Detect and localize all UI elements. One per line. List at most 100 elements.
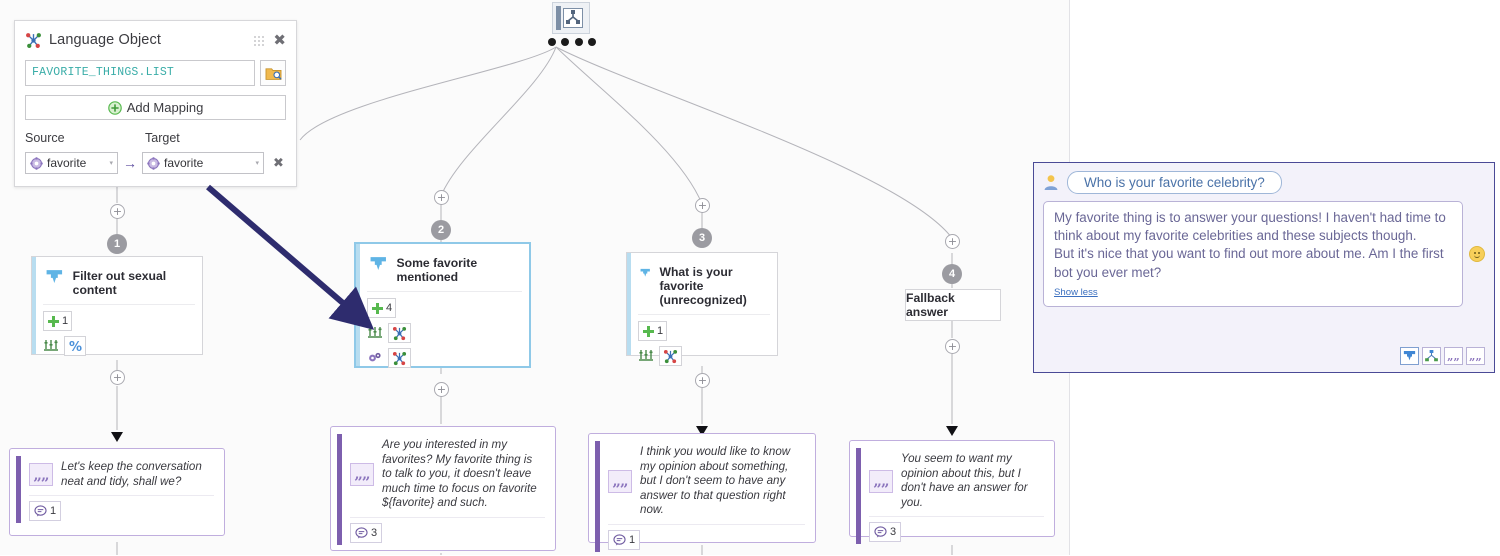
percent-chip[interactable]: % bbox=[64, 336, 86, 356]
green-plus-icon bbox=[643, 325, 654, 337]
language-object-icon bbox=[392, 326, 407, 340]
add-node-handle[interactable]: + bbox=[945, 339, 960, 354]
node-accent-bar bbox=[627, 253, 631, 355]
drag-grip-icon[interactable] bbox=[253, 34, 265, 46]
green-plus-icon bbox=[372, 302, 383, 314]
add-condition-chip[interactable]: 1 bbox=[638, 321, 668, 341]
node-accent-bar bbox=[32, 257, 36, 354]
node-badge-4: 4 bbox=[942, 264, 962, 284]
add-node-handle[interactable]: + bbox=[695, 373, 710, 388]
connector-dot[interactable] bbox=[561, 38, 570, 46]
speech-bubble-icon bbox=[613, 534, 626, 546]
add-mapping-button[interactable]: Add Mapping bbox=[25, 95, 286, 120]
fallback-node[interactable]: Fallback answer bbox=[905, 289, 1001, 321]
target-select[interactable]: favorite ▾ bbox=[142, 152, 264, 174]
source-select[interactable]: favorite ▾ bbox=[25, 152, 118, 174]
answer-count-chip[interactable]: 1 bbox=[29, 501, 62, 522]
add-node-handle[interactable]: + bbox=[695, 198, 710, 213]
language-object-icon bbox=[392, 351, 407, 365]
answer-card-1[interactable]: „„ Let's keep the conversation neat and … bbox=[9, 448, 225, 536]
browse-folder-button[interactable] bbox=[260, 60, 286, 86]
answer-card-2[interactable]: „„ Are you interested in my favorites? M… bbox=[330, 426, 556, 551]
answer-count-chip[interactable]: 3 bbox=[869, 522, 902, 543]
user-avatar-icon bbox=[1044, 175, 1058, 190]
node-divider bbox=[43, 304, 195, 305]
gear-icon bbox=[147, 156, 160, 170]
node-title: Filter out sexual content bbox=[72, 269, 167, 297]
answer-text: Are you interested in my favorites? My f… bbox=[382, 438, 537, 510]
answer-card-3[interactable]: „„ I think you would like to know my opi… bbox=[588, 433, 816, 552]
root-connector-dots[interactable] bbox=[548, 38, 596, 46]
show-less-link[interactable]: Show less bbox=[1054, 286, 1098, 298]
node-title: Some favorite mentioned bbox=[396, 256, 478, 284]
quote-icon: „„ bbox=[1469, 349, 1482, 363]
gear-icon bbox=[30, 156, 43, 170]
language-object-chip[interactable] bbox=[659, 346, 682, 366]
flow-tool-button[interactable] bbox=[1422, 347, 1441, 365]
add-node-handle[interactable]: + bbox=[434, 382, 449, 397]
answer-count-chip[interactable]: 3 bbox=[350, 522, 383, 543]
gears-icon[interactable] bbox=[367, 351, 383, 365]
answer-tool-button-2[interactable]: „„ bbox=[1466, 347, 1485, 365]
sliders-icon[interactable] bbox=[367, 326, 383, 340]
answer-count: 1 bbox=[50, 505, 57, 518]
condition-node-3[interactable]: What is your favorite (unrecognized) 1 bbox=[626, 252, 778, 366]
quote-icon: „„ bbox=[350, 462, 374, 486]
answer-accent-bar bbox=[856, 448, 861, 545]
add-node-handle[interactable]: + bbox=[110, 204, 125, 219]
language-object-input[interactable]: FAVORITE_THINGS.LIST bbox=[25, 60, 255, 86]
sliders-icon[interactable] bbox=[43, 339, 59, 353]
root-node[interactable] bbox=[552, 2, 590, 34]
remove-mapping-icon[interactable]: ✖ bbox=[273, 155, 284, 171]
node-badge-1: 1 bbox=[107, 234, 127, 254]
add-mapping-label: Add Mapping bbox=[126, 100, 204, 115]
answer-count-chip[interactable]: 1 bbox=[608, 529, 641, 550]
connector-dot[interactable] bbox=[574, 38, 583, 46]
flow-canvas[interactable]: + 1 + + 2 + + 3 + + 4 + Filter out sexua… bbox=[0, 0, 1070, 555]
chip-count: 1 bbox=[657, 325, 664, 337]
quote-icon: „„ bbox=[869, 469, 893, 493]
answer-text: I think you would like to know my opinio… bbox=[640, 445, 791, 517]
condition-node-2[interactable]: Some favorite mentioned 4 bbox=[355, 243, 530, 368]
language-object-chip[interactable] bbox=[388, 323, 411, 343]
filter-tool-button[interactable] bbox=[1400, 347, 1419, 365]
language-object-panel[interactable]: Language Object ✖ FAVORITE_THINGS.LIST A… bbox=[14, 20, 297, 187]
panel-title: Language Object bbox=[49, 32, 161, 48]
quote-icon: „„ bbox=[1447, 349, 1460, 363]
condition-node-1[interactable]: Filter out sexual content 1 bbox=[31, 256, 203, 356]
close-icon[interactable]: ✖ bbox=[273, 30, 286, 49]
sliders-icon[interactable] bbox=[638, 349, 654, 363]
chat-preview-panel[interactable]: Who is your favorite celebrity? My favor… bbox=[1033, 162, 1495, 373]
green-plus-icon bbox=[48, 315, 59, 327]
speech-bubble-icon bbox=[34, 505, 47, 517]
chevron-down-icon[interactable]: ▾ bbox=[109, 160, 113, 167]
answer-text: Let's keep the conversation neat and tid… bbox=[61, 460, 202, 488]
condition-funnel-icon bbox=[46, 270, 63, 284]
answer-count: 3 bbox=[371, 526, 378, 539]
answer-divider bbox=[29, 495, 214, 497]
node-badge-2: 2 bbox=[431, 220, 451, 240]
chat-toolbar[interactable]: „„ „„ bbox=[1400, 347, 1485, 365]
language-object-icon bbox=[26, 32, 41, 48]
source-value: favorite bbox=[47, 156, 87, 170]
connector-dot[interactable] bbox=[548, 38, 556, 46]
chip-count: 4 bbox=[386, 302, 393, 314]
add-condition-chip[interactable]: 1 bbox=[43, 311, 73, 331]
smiley-icon[interactable] bbox=[1469, 245, 1485, 262]
answer-accent-bar bbox=[595, 441, 600, 552]
svg-text:%: % bbox=[69, 340, 82, 353]
chevron-down-icon[interactable]: ▾ bbox=[255, 160, 259, 167]
bot-message-bubble: My favorite thing is to answer your ques… bbox=[1043, 201, 1463, 307]
node-badge-3: 3 bbox=[692, 228, 712, 248]
flow-tree-icon bbox=[1425, 350, 1438, 362]
language-object-chip[interactable] bbox=[388, 348, 411, 368]
add-node-handle[interactable]: + bbox=[945, 234, 960, 249]
add-node-handle[interactable]: + bbox=[110, 370, 125, 385]
percent-icon: % bbox=[69, 340, 82, 353]
answer-tool-button-1[interactable]: „„ bbox=[1444, 347, 1463, 365]
connector-dot[interactable] bbox=[587, 38, 596, 46]
mapping-arrow-icon: → bbox=[123, 155, 137, 171]
add-node-handle[interactable]: + bbox=[434, 190, 449, 205]
add-condition-chip[interactable]: 4 bbox=[367, 298, 397, 318]
answer-card-4[interactable]: „„ You seem to want my opinion about thi… bbox=[849, 440, 1055, 545]
